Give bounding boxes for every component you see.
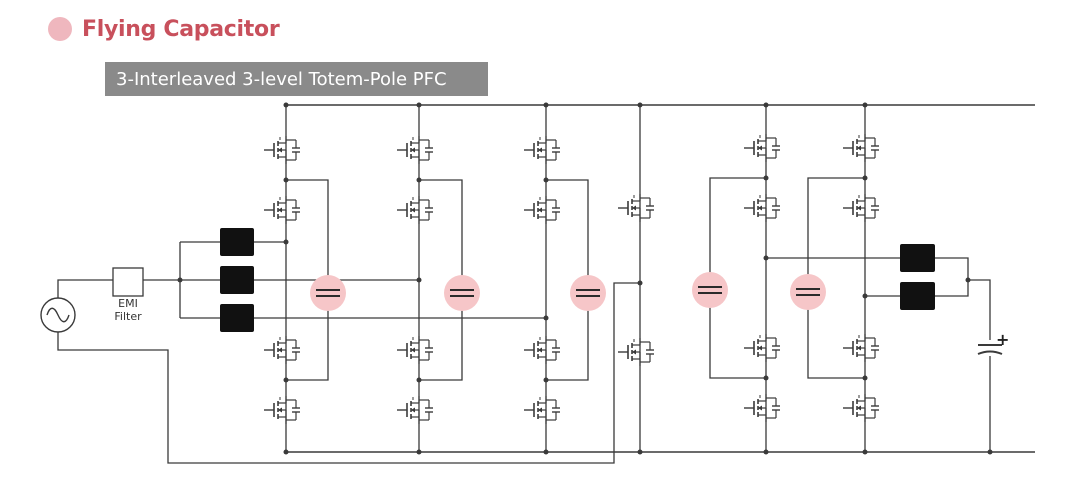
bullet-dot-icon	[48, 17, 72, 41]
diagram-subtitle: 3-Interleaved 3-level Totem-Pole PFC	[105, 62, 488, 96]
emi-label-line1: EMI	[118, 297, 138, 310]
flying-capacitors	[309, 271, 827, 312]
section-title: Flying Capacitor	[82, 16, 280, 42]
flying-capacitor-1	[309, 274, 347, 312]
flying-capacitor-4	[691, 271, 729, 309]
emi-label-line2: Filter	[114, 310, 142, 323]
emi-filter-box	[112, 267, 144, 297]
flying-capacitor-5	[789, 273, 827, 311]
output-inductors	[900, 244, 935, 310]
input-inductors	[220, 228, 254, 332]
flying-capacitor-3	[569, 274, 607, 312]
output-polarity-label: +	[996, 330, 1009, 349]
emi-filter-label: EMI Filter	[100, 297, 156, 323]
diagram-subtitle-text: 3-Interleaved 3-level Totem-Pole PFC	[116, 68, 447, 90]
flying-capacitor-2	[443, 274, 481, 312]
section-header: Flying Capacitor	[48, 12, 280, 46]
ac-source-icon	[40, 297, 76, 333]
output-capacitor-icon	[977, 344, 1003, 355]
